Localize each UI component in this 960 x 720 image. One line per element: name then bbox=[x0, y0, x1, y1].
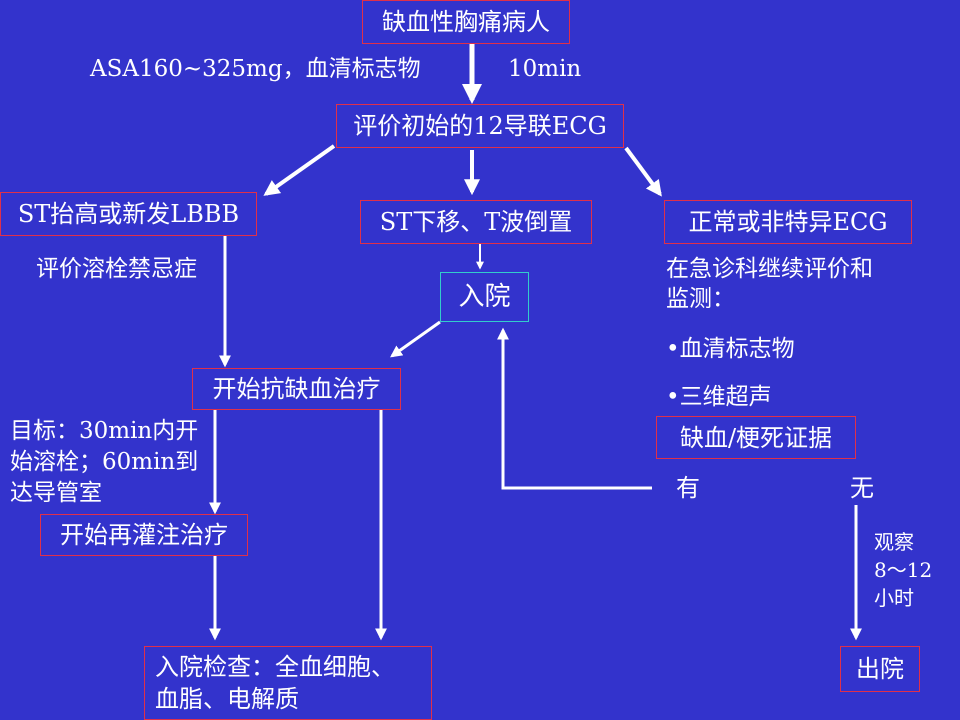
label-goal-2: 始溶栓；60min到 bbox=[10, 449, 199, 475]
label-asa-markers: ASA160~325mg，血清标志物 bbox=[90, 56, 421, 82]
node-ischemia-evidence: 缺血/梗死证据 bbox=[656, 416, 856, 459]
node-evaluate-ecg: 评价初始的12导联ECG bbox=[336, 104, 624, 148]
node-st-depression: ST下移、T波倒置 bbox=[360, 200, 592, 244]
arrow-ecg-to-st-elev bbox=[263, 144, 336, 196]
arrow-ecg-to-normal bbox=[624, 146, 662, 197]
label-er-evaluation-1: 在急诊科继续评价和 bbox=[666, 256, 873, 282]
label-10min: 10min bbox=[508, 56, 582, 82]
node-reperfusion-therapy: 开始再灌注治疗 bbox=[40, 514, 248, 556]
label-er-evaluation-2: 监测： bbox=[666, 286, 735, 312]
label-yes: 有 bbox=[676, 474, 700, 502]
node-admission-exam: 入院检查：全血细胞、 血脂、电解质 bbox=[144, 646, 432, 720]
label-observe-2: 8～12 bbox=[874, 558, 933, 582]
label-goal-1: 目标：30min内开 bbox=[10, 418, 199, 444]
label-evaluate-contraindications: 评价溶栓禁忌症 bbox=[36, 256, 197, 282]
arrow-admit-to-anti-ischemic bbox=[390, 320, 441, 358]
node-anti-ischemic-therapy: 开始抗缺血治疗 bbox=[192, 368, 401, 410]
label-bullet-echo: •三维超声 bbox=[666, 384, 772, 410]
label-observe-3: 小时 bbox=[874, 586, 914, 610]
admission-exam-line2: 血脂、电解质 bbox=[155, 685, 299, 713]
label-bullet-serum-markers: •血清标志物 bbox=[666, 336, 795, 362]
node-ischemic-chest-pain: 缺血性胸痛病人 bbox=[362, 0, 570, 44]
node-normal-ecg: 正常或非特异ECG bbox=[664, 200, 912, 244]
arrow-yes-to-admit bbox=[497, 327, 652, 490]
node-discharge: 出院 bbox=[840, 646, 920, 692]
admission-exam-line1: 入院检查：全血细胞、 bbox=[155, 653, 395, 681]
label-no: 无 bbox=[850, 474, 874, 502]
node-st-elevation: ST抬高或新发LBBB bbox=[0, 192, 257, 236]
node-admit: 入院 bbox=[440, 272, 529, 322]
label-observe-1: 观察 bbox=[874, 530, 914, 554]
label-goal-3: 达导管室 bbox=[10, 480, 102, 506]
